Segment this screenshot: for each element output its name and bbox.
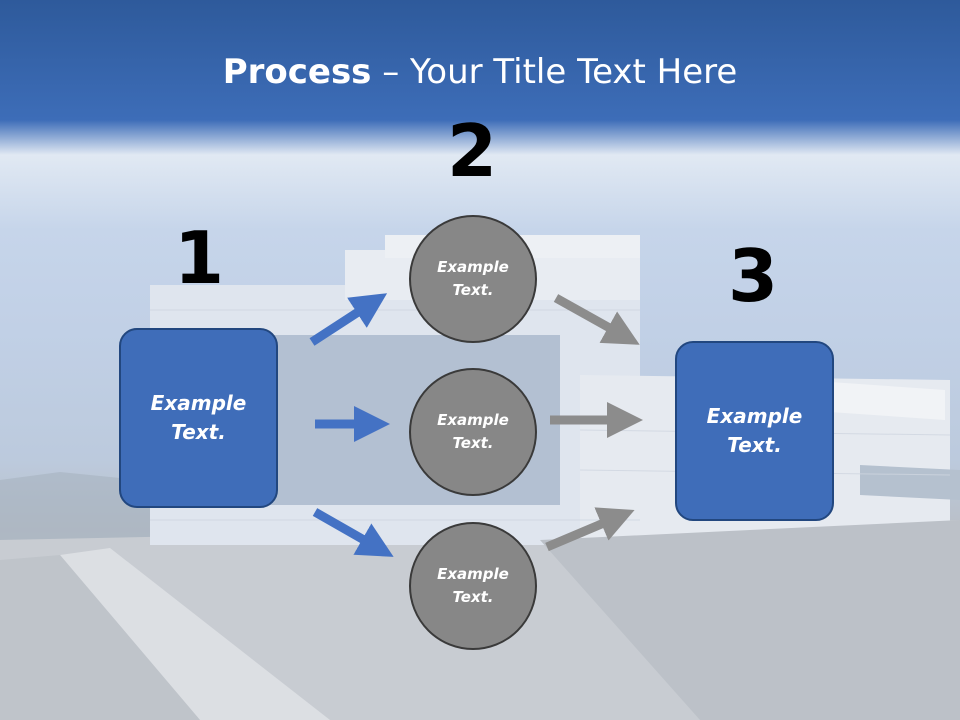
step-2-circle-middle: Example Text. [409,368,537,496]
slide-title: Process – Your Title Text Here [0,52,960,92]
step-2-circle-bottom: Example Text. [409,522,537,650]
arrow-bottom-to-3 [545,507,635,552]
title-bold: Process [222,52,372,92]
title-rest: – Your Title Text Here [371,52,738,92]
arrow-1-to-top [309,293,388,346]
step-number-3: 3 [727,234,779,318]
step-number-1: 1 [173,216,225,300]
arrow-1-to-bottom [312,508,394,557]
step-number-2: 2 [446,109,498,193]
step-2-circle-top: Example Text. [409,215,537,343]
arrow-top-to-3 [553,294,640,345]
step-3-box: Example Text. [675,341,834,521]
step-1-box: Example Text. [119,328,278,508]
